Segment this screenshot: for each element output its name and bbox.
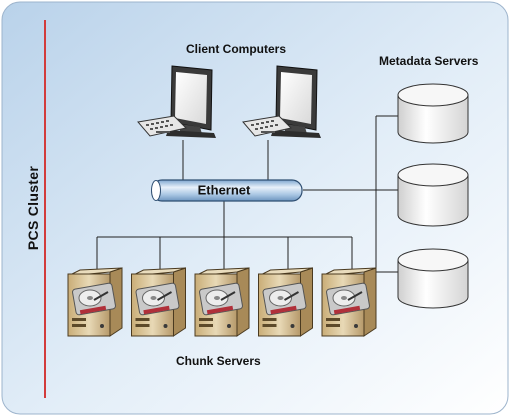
ethernet-label: Ethernet [197, 182, 251, 198]
hard-disk-icon [135, 282, 180, 316]
monitor-icon [166, 65, 216, 138]
metadata-bus [303, 115, 398, 273]
chunk-server-icon [67, 267, 123, 337]
chunk-servers-label: Chunk Servers [176, 354, 261, 368]
metadata-servers-label: Metadata Servers [379, 54, 479, 68]
chunk-bus [96, 198, 353, 270]
client-computers-label: Client Computers [186, 42, 287, 56]
client-computer [137, 65, 216, 138]
keyboard-icon [242, 115, 292, 137]
ethernet-pipe [151, 179, 303, 202]
client-computer [242, 65, 321, 138]
chunk-server-icon [131, 267, 186, 337]
hard-disk-icon [72, 282, 116, 316]
cluster-label: PCS Cluster [25, 165, 41, 251]
chunk-server-icon [321, 267, 377, 337]
keyboard-icon [137, 115, 187, 137]
chunk-server-icon [258, 267, 313, 337]
hard-disk-icon [326, 282, 370, 316]
metadata-server-cylinder [397, 163, 469, 227]
metadata-server-cylinder [397, 248, 469, 309]
metadata-server-cylinder [397, 83, 469, 144]
chunk-server-icon [194, 267, 250, 337]
hard-disk-icon [262, 282, 307, 316]
monitor-icon [271, 65, 321, 138]
hard-disk-icon [199, 282, 243, 316]
client-connectors [182, 140, 269, 182]
chunk-servers-group [67, 267, 377, 337]
